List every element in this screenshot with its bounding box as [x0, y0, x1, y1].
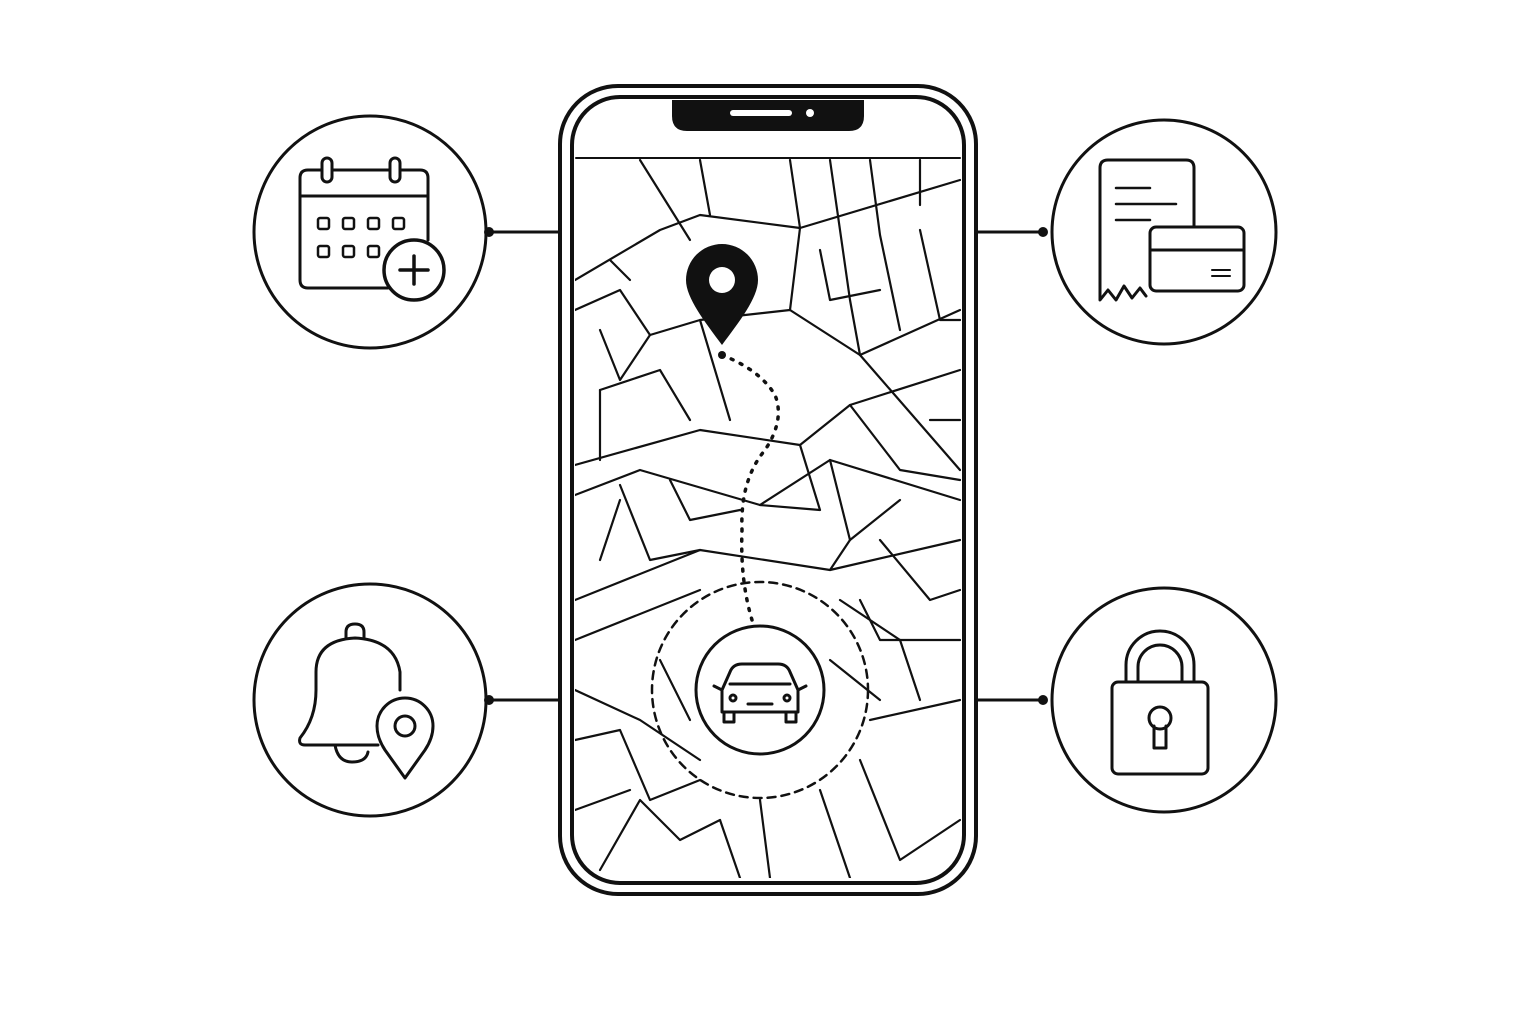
front-camera — [806, 109, 814, 117]
phone-inner-frame — [570, 95, 966, 885]
feature-security[interactable] — [1050, 586, 1278, 814]
speaker-slot — [730, 110, 792, 116]
receipt-card-icon — [1098, 158, 1246, 302]
map-pin-icon[interactable] — [686, 244, 758, 359]
padlock-icon — [1110, 629, 1210, 776]
search-radius-ring — [650, 580, 870, 800]
smartphone — [558, 84, 978, 896]
car-badge — [694, 624, 826, 756]
feature-billing[interactable] — [1050, 118, 1278, 346]
car-icon — [712, 662, 808, 724]
feature-schedule[interactable] — [252, 114, 488, 350]
vehicle-marker[interactable] — [650, 580, 870, 800]
calendar-add-icon — [298, 156, 446, 302]
feature-notifications[interactable] — [252, 582, 488, 818]
bell-location-icon — [298, 622, 435, 780]
map-view[interactable] — [575, 158, 961, 878]
phone-outer-frame — [558, 84, 978, 896]
route-path — [720, 353, 781, 622]
